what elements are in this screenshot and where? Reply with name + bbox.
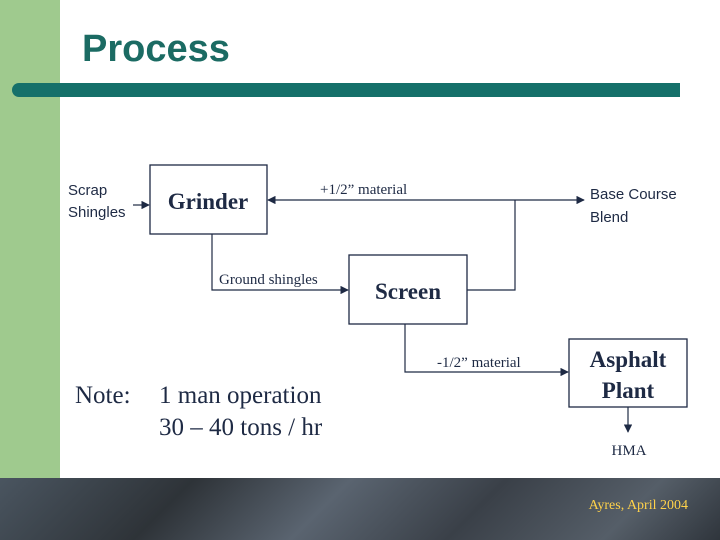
node-screen-label: Screen [375, 279, 441, 304]
output-label-base-course: Base Course [590, 186, 677, 203]
note-label: Note: [75, 382, 131, 409]
node-grinder [149, 164, 268, 235]
node-screen [348, 254, 468, 325]
note-line-capacity: 30 – 40 tons / hr [159, 414, 323, 441]
edge-label-ground-shingles: Ground shingles [219, 272, 318, 288]
output-label-hma: HMA [611, 443, 646, 459]
note-line-operation: 1 man operation [159, 382, 322, 409]
title-underline-bar [12, 83, 680, 97]
edge-label-minus-half: -1/2” material [437, 355, 521, 371]
input-label-shingles: Shingles [68, 204, 126, 221]
edge-screen-to-asphalt [404, 324, 569, 377]
slide-title: Process [82, 28, 230, 70]
edge-label-plus-half: +1/2” material [320, 182, 407, 198]
node-asphalt-label-line1: Asphalt [590, 347, 667, 372]
edge-screen-return [467, 200, 516, 291]
edge-grinder-to-screen [211, 234, 349, 295]
output-label-blend: Blend [590, 209, 628, 226]
input-label-scrap: Scrap [68, 182, 107, 199]
slide-footer: Ayres, April 2004 [0, 478, 720, 540]
footer-credit: Ayres, April 2004 [588, 498, 688, 513]
slide-sidebar [0, 0, 60, 478]
node-asphalt-label-line2: Plant [602, 378, 655, 403]
node-grinder-label: Grinder [168, 189, 249, 214]
